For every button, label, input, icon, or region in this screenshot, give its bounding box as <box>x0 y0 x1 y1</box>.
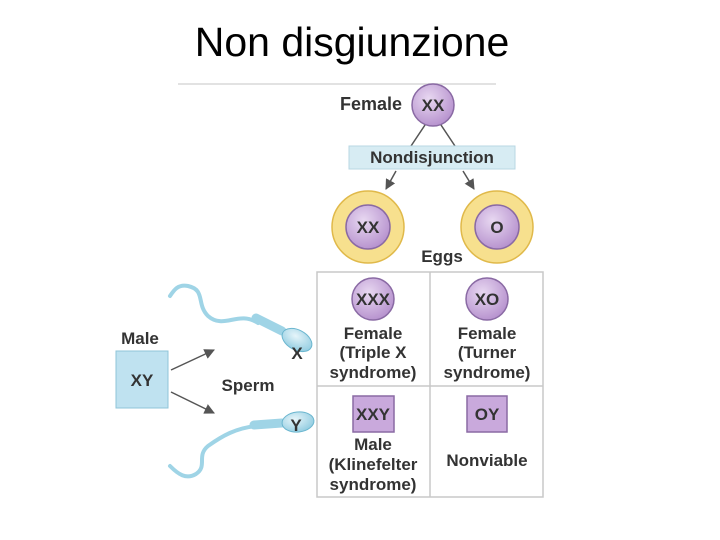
male-label: Male <box>121 329 159 348</box>
xxy-line3: syndrome) <box>330 475 417 494</box>
arrow-to-egg-right <box>462 170 475 190</box>
male-box <box>115 350 169 409</box>
xo-cell <box>465 277 509 321</box>
xxy-genotype: XXY <box>356 405 391 424</box>
xo-genotype: XO <box>475 290 500 309</box>
arrow-to-sperm-x <box>170 349 215 371</box>
sperm-y-genotype: Y <box>290 416 302 435</box>
sperm-y-tail <box>168 424 258 479</box>
female-line-right <box>440 124 456 147</box>
xxx-genotype: XXX <box>356 290 391 309</box>
xxx-line3: syndrome) <box>330 363 417 382</box>
egg-left-nucleus <box>345 204 391 250</box>
xxy-line1: Male <box>354 435 392 454</box>
egg-right-genotype: O <box>490 218 503 237</box>
sperm-x-midpiece <box>251 313 287 336</box>
sperm-x-head <box>281 327 313 353</box>
oy-line1: Nonviable <box>446 451 527 470</box>
sperm-y-head <box>281 411 315 433</box>
sperm-y-midpiece <box>249 418 287 430</box>
nondisjunction-band <box>348 145 516 170</box>
oy-cell <box>466 395 508 433</box>
oy-genotype: OY <box>475 405 500 424</box>
xxx-cell <box>351 277 395 321</box>
egg-left-genotype: XX <box>357 218 380 237</box>
page-title: Non disgiunzione <box>194 19 510 65</box>
female-label: Female <box>340 94 402 114</box>
xo-line1: Female <box>458 324 517 343</box>
xo-line2: (Turner <box>458 343 517 362</box>
arrow-to-sperm-y <box>170 391 215 414</box>
sperm-x-genotype: X <box>291 344 303 363</box>
xxx-line2: (Triple X <box>339 343 407 362</box>
arrow-to-egg-left <box>385 170 397 190</box>
xxy-cell <box>352 395 395 433</box>
xo-line3: syndrome) <box>444 363 531 382</box>
sperm-label: Sperm <box>222 376 275 395</box>
sperm-x-tail <box>168 283 260 325</box>
female-cell <box>411 83 455 127</box>
female-genotype: XX <box>422 96 445 115</box>
male-genotype: XY <box>131 371 154 390</box>
eggs-label: Eggs <box>421 247 463 266</box>
xxy-line2: (Klinefelter <box>329 455 418 474</box>
nondisjunction-label: Nondisjunction <box>370 148 494 167</box>
xxx-line1: Female <box>344 324 403 343</box>
egg-right-nucleus <box>474 204 520 250</box>
female-line-left <box>410 124 426 147</box>
